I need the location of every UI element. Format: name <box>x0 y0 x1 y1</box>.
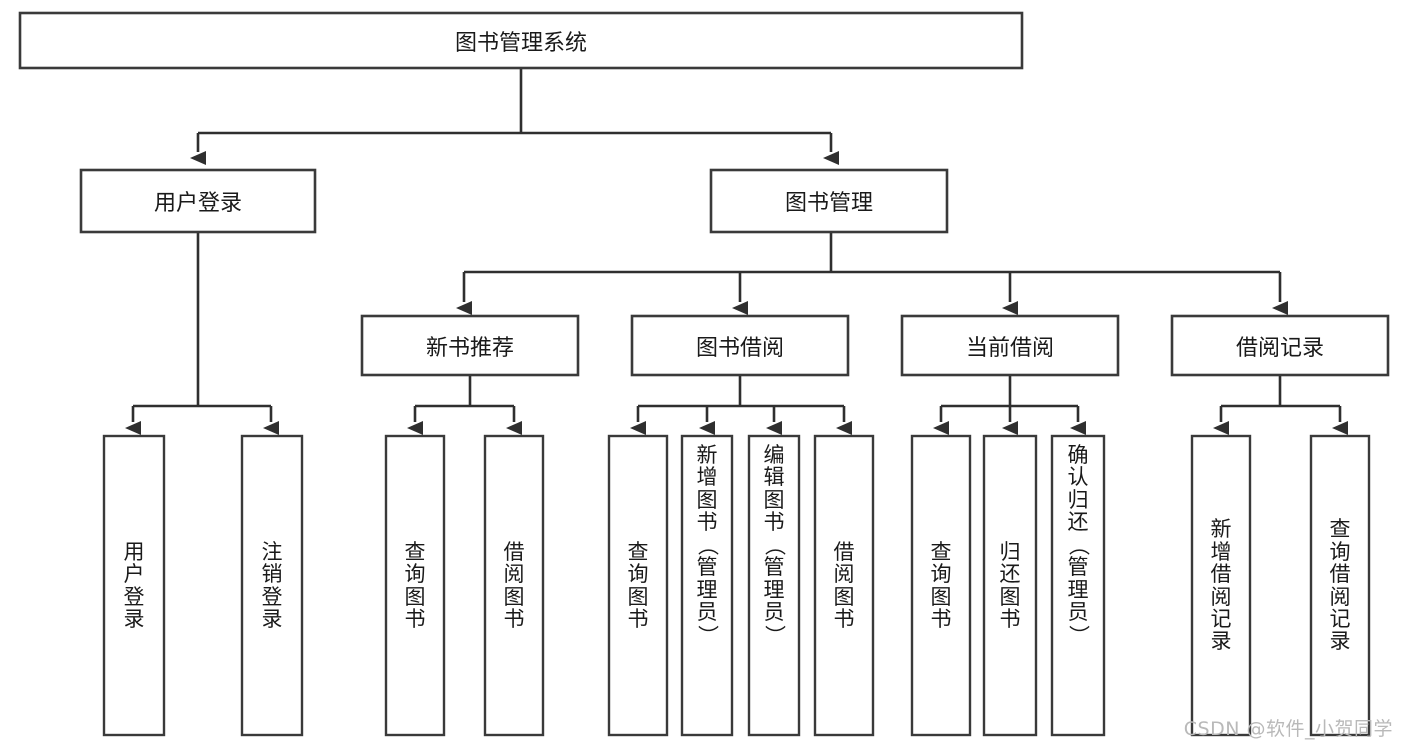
edge-group-borrow <box>630 375 852 435</box>
leaf-borrow-book-recommend[interactable] <box>483 434 545 737</box>
edge-group-user-login <box>125 232 279 435</box>
leaf-query-book-borrow[interactable] <box>607 434 669 737</box>
leaf-return-book[interactable] <box>982 434 1038 737</box>
node-book-borrow[interactable] <box>630 314 850 377</box>
node-user-login[interactable] <box>79 168 317 234</box>
node-new-book-recommend[interactable] <box>360 314 580 377</box>
leaf-add-borrow-record[interactable] <box>1190 434 1252 737</box>
node-current-borrow[interactable] <box>900 314 1120 377</box>
leaf-confirm-return-admin[interactable] <box>1050 434 1106 737</box>
leaf-user-login[interactable] <box>102 434 166 737</box>
edge-group-current <box>933 375 1086 435</box>
leaf-query-book-recommend[interactable] <box>384 434 446 737</box>
edge-group-records <box>1213 375 1348 435</box>
leaf-query-borrow-record[interactable] <box>1309 434 1371 737</box>
edge-group-root <box>190 68 839 165</box>
edge-group-new-book <box>407 375 522 435</box>
node-book-management[interactable] <box>709 168 949 234</box>
leaf-user-logout[interactable] <box>240 434 304 737</box>
leaf-add-book-admin[interactable] <box>680 434 734 737</box>
node-root-system[interactable] <box>18 11 1024 70</box>
leaf-edit-book-admin[interactable] <box>747 434 801 737</box>
leaf-query-book-current[interactable] <box>910 434 972 737</box>
node-borrow-records[interactable] <box>1170 314 1390 377</box>
edge-group-book-mgmt <box>456 232 1288 315</box>
leaf-lend-book[interactable] <box>813 434 875 737</box>
